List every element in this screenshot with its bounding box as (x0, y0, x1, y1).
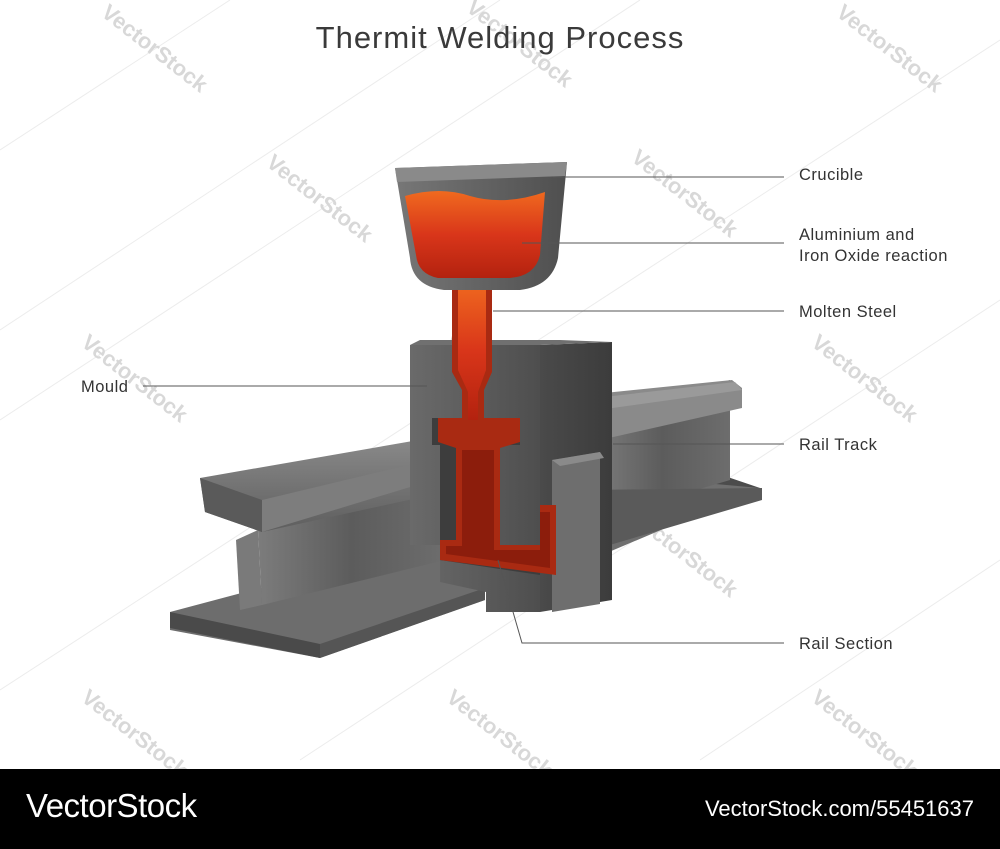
label-reaction-line1: Aluminium and (799, 226, 915, 244)
label-rail-track: Rail Track (799, 436, 878, 454)
watermark-text: VectorStock (627, 144, 743, 242)
footer-brand-logo: VectorStock (26, 787, 197, 824)
label-molten-steel: Molten Steel (799, 303, 897, 321)
watermark-text: VectorStock (262, 149, 378, 247)
watermark-text: VectorStock (807, 684, 923, 782)
leader-lines (143, 176, 784, 644)
label-reaction-line2: Iron Oxide reaction (799, 247, 948, 265)
label-reaction: Aluminium and Iron Oxide reaction (799, 225, 948, 267)
label-rail-section: Rail Section (799, 635, 894, 653)
label-mould: Mould (81, 378, 129, 396)
watermark-text: VectorStock (442, 684, 558, 782)
page-title: Thermit Welding Process (315, 20, 685, 55)
footer-bar: VectorStock VectorStock.com/55451637 (0, 769, 1000, 849)
label-crucible: Crucible (799, 166, 864, 184)
mould-block (410, 340, 612, 612)
molten-steel-channel (438, 280, 556, 575)
crucible (395, 162, 567, 290)
watermark-text: VectorStock (77, 684, 193, 782)
footer-stock-id: VectorStock.com/55451637 (704, 796, 974, 821)
watermark-text: VectorStock (807, 329, 923, 427)
